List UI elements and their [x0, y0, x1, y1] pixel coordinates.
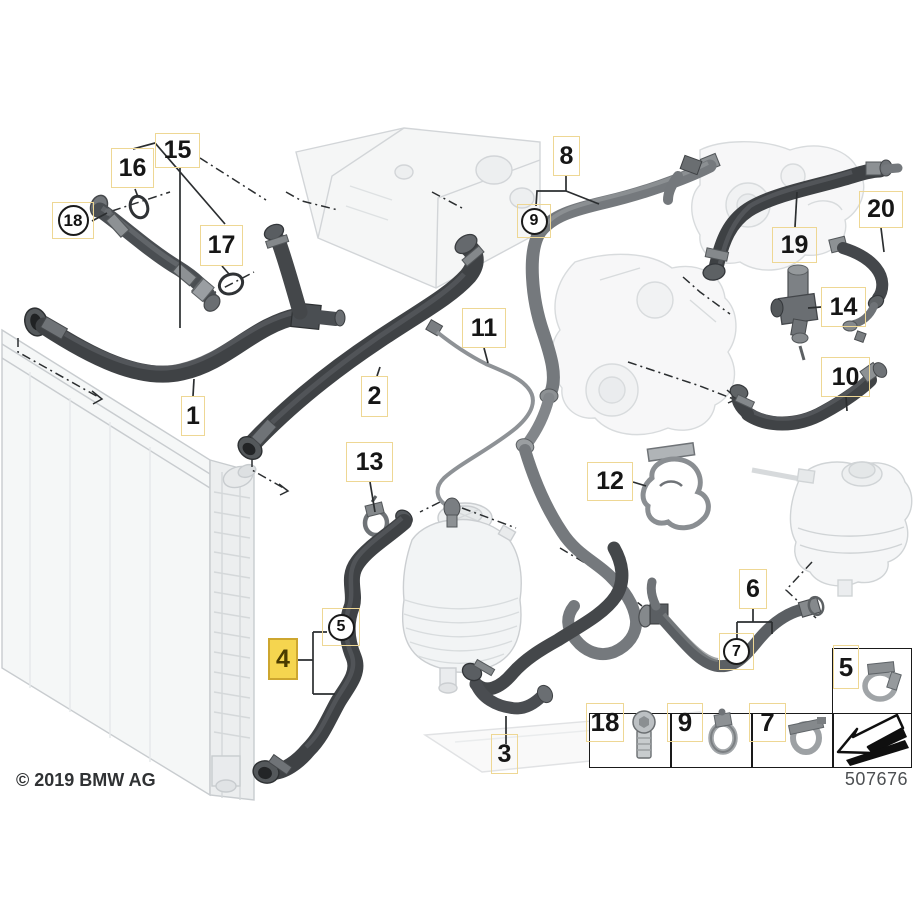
callout-15-label: 15 [163, 136, 192, 164]
legend-label-5[interactable]: 5 [833, 645, 859, 689]
callout-18-label: 18 [63, 211, 83, 230]
callout-11[interactable]: 11 [462, 308, 506, 348]
fasteners-legend: 18 9 7 5 [586, 645, 912, 768]
callout-13[interactable]: 13 [346, 442, 393, 482]
callout-9-circle: 9 [520, 207, 548, 235]
legend-divider-1 [670, 713, 672, 768]
callout-1[interactable]: 1 [181, 396, 205, 436]
expansion-tank-right [751, 461, 913, 597]
callout-18-circle: 18 [57, 205, 89, 236]
callout-2[interactable]: 2 [361, 376, 388, 417]
leader-lines [91, 142, 885, 744]
callout-12-label: 12 [596, 467, 624, 495]
legend-9-text: 9 [677, 707, 693, 737]
callout-7-circle: 7 [723, 638, 750, 665]
legend-label-7[interactable]: 7 [749, 703, 786, 742]
radiator-hose-2 [237, 233, 485, 461]
cylinder-head [295, 127, 541, 289]
callout-19-label: 19 [780, 230, 809, 259]
pipe-stub [191, 277, 215, 303]
coolant-pump [550, 253, 737, 436]
callout-9[interactable]: 9 [517, 204, 551, 238]
callout-4-highlighted[interactable]: 4 [268, 638, 298, 680]
callout-3[interactable]: 3 [491, 734, 518, 774]
callout-6[interactable]: 6 [739, 569, 767, 609]
line-11 [425, 318, 535, 528]
radiator [1, 328, 257, 801]
radiator-hose-1 [24, 223, 346, 383]
callout-5-label: 5 [336, 618, 346, 635]
callout-15[interactable]: 15 [155, 133, 200, 168]
legend-18-text: 18 [590, 707, 620, 737]
o-ring-16 [128, 194, 150, 220]
callout-14[interactable]: 14 [821, 287, 866, 327]
callout-20[interactable]: 20 [859, 191, 903, 228]
callout-11-label: 11 [470, 313, 498, 342]
callout-8[interactable]: 8 [553, 136, 580, 176]
legend-5-text: 5 [838, 651, 854, 682]
coolant-hose-19 [663, 154, 903, 281]
coolant-hose-10 [729, 361, 888, 431]
legend-7-text: 7 [760, 707, 775, 737]
legend-divider-2 [751, 713, 753, 768]
o-ring-17 [217, 272, 245, 296]
legend-label-9[interactable]: 9 [667, 703, 703, 742]
callout-12[interactable]: 12 [587, 462, 633, 501]
copyright-notice: © 2019 BMW AG [16, 770, 156, 790]
expansion-tank-centre [402, 502, 522, 694]
callout-16[interactable]: 16 [111, 148, 154, 188]
legend-label-18[interactable]: 18 [586, 703, 624, 742]
callout-17[interactable]: 17 [200, 225, 243, 266]
callout-7-label: 7 [732, 642, 741, 660]
callout-5-circle: 5 [327, 613, 355, 641]
callout-6-label: 6 [746, 574, 760, 603]
callout-20-label: 20 [867, 195, 895, 223]
callout-4-label: 4 [276, 644, 290, 673]
faint-background-parts [1, 127, 913, 801]
callout-5[interactable]: 5 [322, 608, 360, 646]
callout-2-label: 2 [367, 382, 382, 410]
legend-divider-3 [832, 713, 834, 768]
callout-17-label: 17 [207, 231, 236, 259]
callout-10-label: 10 [831, 362, 860, 391]
callout-8-label: 8 [559, 141, 574, 170]
callout-18[interactable]: 18 [52, 202, 94, 239]
shut-off-valve-14 [770, 264, 819, 361]
callout-13-label: 13 [355, 447, 384, 476]
callout-16-label: 16 [118, 153, 147, 182]
callout-10[interactable]: 10 [821, 357, 870, 397]
callout-14-label: 14 [829, 292, 858, 321]
diagram-number: 507676 [844, 769, 908, 789]
coolant-hose-3 [461, 444, 643, 715]
callout-7[interactable]: 7 [719, 633, 754, 670]
callout-19[interactable]: 19 [772, 227, 817, 263]
holder-clip-12 [640, 442, 711, 531]
callout-3-label: 3 [497, 739, 512, 768]
callout-1-label: 1 [186, 401, 200, 430]
callout-9-label: 9 [529, 212, 539, 229]
